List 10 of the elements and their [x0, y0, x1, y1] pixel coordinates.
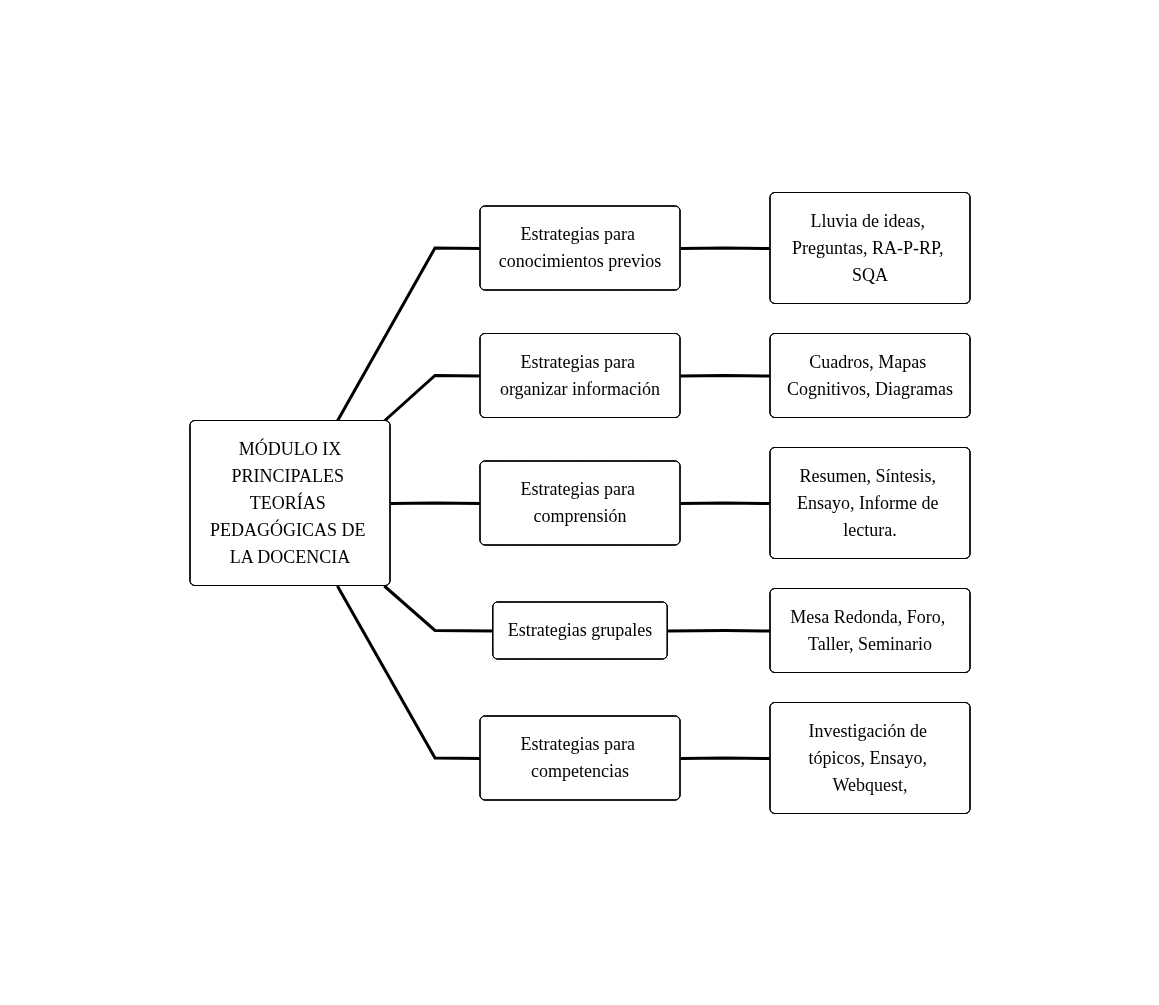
connector — [667, 628, 770, 632]
connector — [335, 246, 480, 422]
connector — [390, 501, 480, 505]
connector — [680, 246, 770, 250]
connector — [382, 584, 493, 632]
connector — [680, 501, 770, 505]
connector — [680, 373, 770, 377]
connector — [335, 584, 480, 760]
connector — [680, 756, 770, 760]
connector — [382, 373, 480, 422]
